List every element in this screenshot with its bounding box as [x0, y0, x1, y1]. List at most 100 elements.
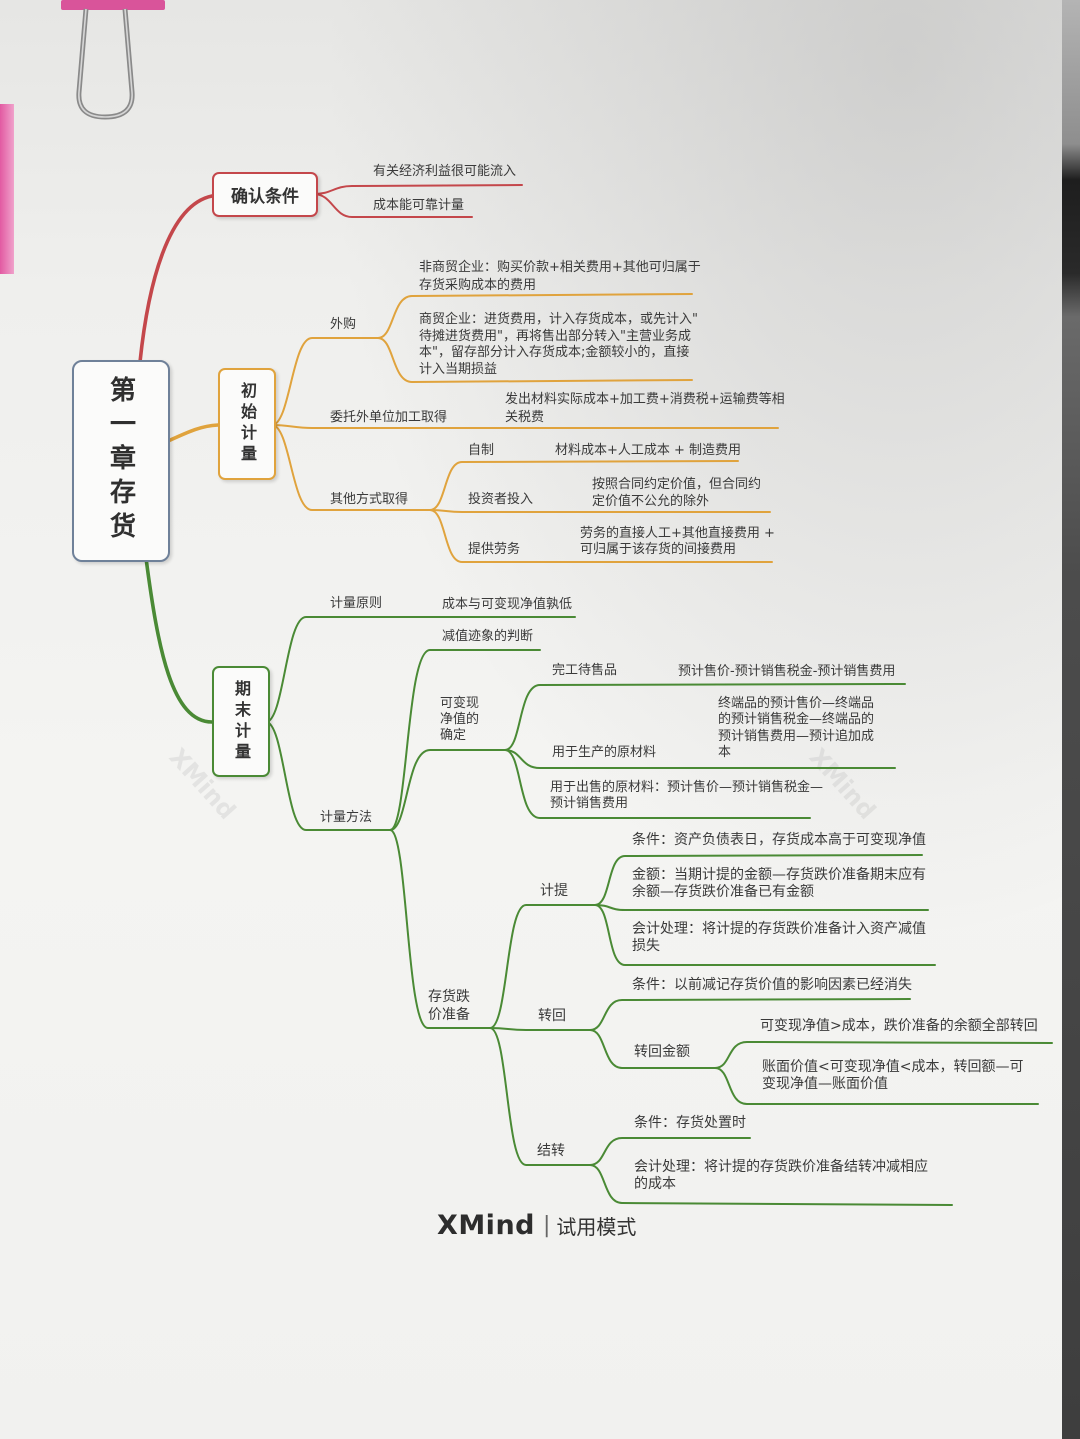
topic-period-end-measurement: 期末计量	[212, 666, 270, 777]
text-line: 预计销售费用	[550, 795, 629, 811]
connector-provision-condition	[594, 854, 923, 906]
connector-trading	[377, 337, 693, 384]
topic-initial-measurement: 初始计量	[218, 368, 276, 480]
reversal-case-1: 可变现净值>成本，跌价准备的余额全部转回	[760, 1018, 1038, 1034]
connector-reversal	[489, 1027, 591, 1031]
text-line: 待摊进货费用"，再将售出部分转入"主营业务成	[419, 328, 691, 344]
binder-clip-icon	[61, 0, 165, 120]
connector-transfer	[489, 1027, 591, 1166]
nrv-label: 可变现 净值的 确定	[440, 696, 479, 744]
text-line: 价准备	[428, 1007, 470, 1023]
topic-period-end-measurement-label: 期末计量	[232, 679, 251, 764]
text-line: 关税费	[505, 410, 545, 425]
text-line: 计入当期损益	[419, 361, 498, 377]
allowance-reversal: 转回	[538, 1008, 566, 1024]
connector-services	[429, 509, 773, 563]
footer-separator: |	[543, 1213, 551, 1238]
connector-nrv	[389, 749, 506, 831]
text-line: 确定	[440, 728, 467, 743]
text-line: 本"，留存部分计入存货成本;金额较小的，直接	[419, 345, 690, 360]
connector-provision	[489, 904, 596, 1029]
connector-self-made	[429, 460, 739, 511]
transfer-accounting: 会计处理：将计提的存货跌价准备结转冲减相应 的成本	[634, 1159, 928, 1193]
text-line: 可变现	[440, 696, 480, 711]
text-line: 可归属于该存货的间接费用	[580, 542, 737, 557]
investor-detail: 按照合同约定价值，但合同约 定价值不公允的除外	[592, 476, 761, 510]
nrv-sale-material: 用于出售的原材料：预计售价—预计销售税金— 预计销售费用	[550, 780, 823, 811]
provision-accounting: 会计处理：将计提的存货跌价准备计入资产减值 损失	[632, 921, 926, 955]
text-line: 变现净值—账面价值	[762, 1076, 888, 1092]
xmind-trial-footer: XMind | 试用模式	[437, 1210, 636, 1241]
text-line: 按照合同约定价值，但合同约	[592, 477, 762, 492]
subtopic-method: 计量方法	[320, 810, 373, 825]
nrv-production-material: 用于生产的原材料	[552, 745, 657, 760]
text-line: 终端品的预计售价—终端品	[718, 696, 875, 711]
allowance-transfer: 结转	[537, 1143, 565, 1159]
connector-reversal-amount	[589, 1029, 716, 1069]
connector-provision-accounting	[594, 904, 936, 966]
footer-mode: 试用模式	[556, 1215, 637, 1239]
connector-recognition-item-1	[313, 184, 523, 195]
purchase-non-trading: 非商贸企业：购买价款+相关费用+其他可归属于 存货采购成本的费用	[419, 259, 701, 295]
connector-finished	[504, 683, 906, 751]
text-line: 损失	[632, 938, 660, 954]
footer-brand: XMind	[437, 1210, 535, 1241]
text-line: 预计销售费用—预计追加成	[718, 728, 875, 744]
binder-clip-highlight	[78, 8, 133, 118]
root-topic-label: 第一章存货	[105, 376, 136, 546]
text-line: 发出材料实际成本+加工费+消费税+运输费等相	[505, 392, 785, 407]
connector-outsourced	[271, 424, 779, 429]
connector-other	[271, 424, 431, 511]
text-line: 净值的	[440, 712, 480, 727]
outsourced-detail: 发出材料实际成本+加工费+消费税+运输费等相 关税费	[505, 391, 785, 427]
text-line: 的成本	[634, 1176, 676, 1192]
connector-method	[265, 721, 391, 831]
allowance-provision: 计提	[540, 883, 568, 899]
transfer-condition: 条件：存货处置时	[634, 1115, 746, 1131]
impairment-sign: 减值迹象的判断	[442, 629, 534, 644]
nrv-finished: 完工待售品	[552, 663, 618, 678]
connector-reversal-condition	[589, 998, 911, 1031]
connector-production-material	[504, 749, 896, 769]
connector-principle	[265, 616, 576, 723]
connector-investor	[429, 509, 771, 513]
provision-amount: 金额：当期计提的金额—存货跌价准备期末应有 余额—存货跌价准备已有金额	[632, 867, 926, 901]
topic-initial-measurement-label: 初始计量	[238, 382, 257, 466]
principle-detail: 成本与可变现净值孰低	[442, 597, 573, 612]
subtopic-outsourced: 委托外单位加工取得	[330, 410, 448, 425]
connector-impairment-sign	[389, 649, 541, 831]
text-line: 商贸企业：进货费用，计入存货成本，或先计入"	[419, 312, 698, 327]
connector-transfer-accounting	[589, 1164, 953, 1206]
root-topic: 第一章存货	[72, 360, 170, 562]
connector-recognition-item-2	[313, 193, 473, 218]
connector-non-trading	[377, 293, 693, 339]
provision-condition: 条件：资产负债表日，存货成本高于可变现净值	[632, 832, 926, 848]
text-line: 非商贸企业：购买价款+相关费用+其他可归属于	[419, 260, 701, 275]
text-line: 余额—存货跌价准备已有金额	[632, 884, 814, 900]
connector-root-period-end	[144, 556, 214, 724]
text-line: 用于出售的原材料：预计售价—预计销售税金—	[550, 780, 824, 795]
text-line: 劳务的直接人工+其他直接费用 +	[580, 526, 775, 541]
binder-clip-base	[61, 0, 165, 10]
subtopic-principle: 计量原则	[330, 596, 383, 611]
connector-provision-amount	[594, 904, 929, 911]
self-made-detail: 材料成本+人工成本 + 制造费用	[555, 443, 742, 458]
text-line: 存货跌	[428, 989, 470, 1005]
connector-transfer-condition	[589, 1137, 751, 1166]
topic-recognition: 确认条件	[212, 172, 318, 217]
other-services: 提供劳务	[468, 542, 521, 557]
other-self-made: 自制	[468, 443, 495, 458]
subtopic-purchase: 外购	[330, 317, 357, 332]
connector-allowance	[389, 829, 491, 1029]
text-line: 存货采购成本的费用	[419, 278, 537, 293]
text-line: 定价值不公允的除外	[592, 494, 710, 509]
topic-recognition-label: 确认条件	[231, 187, 299, 207]
connector-root-initial	[164, 423, 220, 444]
connector-reversal-case-2	[714, 1067, 1039, 1105]
reversal-amount: 转回金额	[634, 1044, 690, 1060]
allowance-label: 存货跌 价准备	[428, 988, 470, 1024]
finished-detail: 预计售价-预计销售税金-预计销售费用	[678, 664, 896, 679]
purchase-trading: 商贸企业：进货费用，计入存货成本，或先计入" 待摊进货费用"，再将售出部分转入"…	[419, 312, 698, 378]
